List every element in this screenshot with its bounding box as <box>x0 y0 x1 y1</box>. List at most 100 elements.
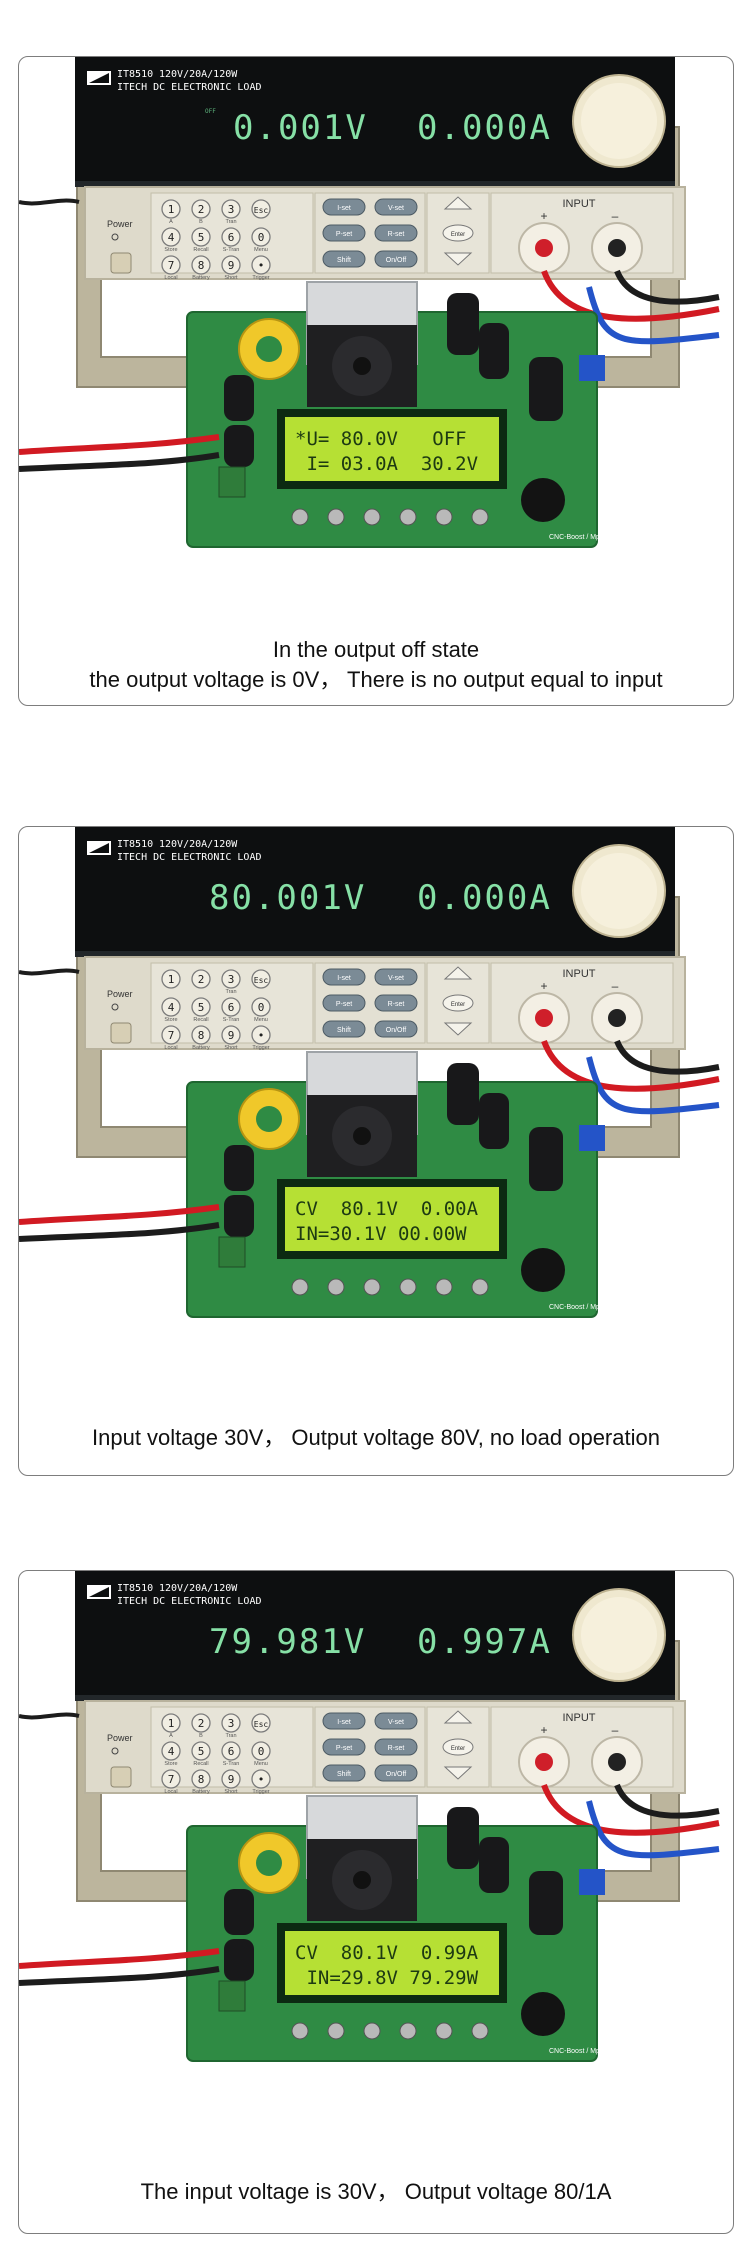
board-button[interactable] <box>327 508 345 526</box>
key-sub-label: Store <box>164 247 177 253</box>
key-sub-label: Menu <box>254 1017 268 1023</box>
board-button[interactable] <box>327 1278 345 1296</box>
lcd-screen <box>285 1187 499 1251</box>
black-wire <box>19 198 80 206</box>
adjust-knob-icon[interactable] <box>572 844 666 938</box>
board-button[interactable] <box>471 2022 489 2040</box>
voltage-readout: 79.981V <box>209 1622 366 1662</box>
capacitor-icon <box>224 1807 565 2036</box>
bench-photo: IT8510 120V/20A/120W ITECH DC ELECTRONIC… <box>19 827 720 1318</box>
board-button[interactable] <box>399 508 417 526</box>
iset-button[interactable]: I-set <box>337 1719 351 1726</box>
board-button[interactable] <box>435 2022 453 2040</box>
fan-icon <box>307 325 417 407</box>
key-3: 3 <box>228 973 235 986</box>
minus-label: – <box>612 1723 619 1737</box>
rset-button[interactable]: R-set <box>388 1001 405 1008</box>
shift-button[interactable]: Shift <box>337 1027 351 1034</box>
rset-button[interactable]: R-set <box>388 231 405 238</box>
fan-icon <box>307 1095 417 1177</box>
lcd-line-1: CV 80.1V 0.00A <box>295 1198 479 1220</box>
key-0: 0 <box>258 1001 265 1014</box>
shift-button[interactable]: Shift <box>337 257 351 264</box>
board-button[interactable] <box>291 2022 309 2040</box>
red-wire <box>19 434 220 455</box>
lcd-line-2: IN=30.1V 00.00W <box>295 1223 467 1245</box>
key-esc: Esc <box>254 1720 269 1729</box>
onoff-button[interactable]: On/Off <box>386 1771 407 1778</box>
key-sub-label: Trigger <box>252 1789 269 1795</box>
input-terminals: INPUT + – <box>490 962 674 1044</box>
shift-button[interactable]: Shift <box>337 1771 351 1778</box>
current-readout: 0.000A <box>417 108 552 148</box>
board-button[interactable] <box>435 508 453 526</box>
down-arrow-icon[interactable] <box>443 1766 473 1780</box>
down-arrow-icon[interactable] <box>443 252 473 266</box>
adjust-knob-icon[interactable] <box>572 74 666 168</box>
pset-button[interactable]: P-set <box>336 231 352 238</box>
board-button[interactable] <box>471 508 489 526</box>
iset-button[interactable]: I-set <box>337 205 351 212</box>
board-button[interactable] <box>399 1278 417 1296</box>
vset-button[interactable]: V-set <box>388 205 404 212</box>
key-dot: • <box>258 259 265 272</box>
board-button[interactable] <box>363 508 381 526</box>
black-wire <box>614 1039 720 1075</box>
key-sub-label: Battery <box>192 1789 210 1795</box>
rset-button[interactable]: R-set <box>388 1745 405 1752</box>
board-button[interactable] <box>327 2022 345 2040</box>
enter-button[interactable]: Enter <box>451 1002 465 1008</box>
key-sub-label: Store <box>164 1761 177 1767</box>
voltage-readout: 0.001V <box>233 108 368 148</box>
down-arrow-icon[interactable] <box>443 1022 473 1036</box>
key-sub-label: Store <box>164 1017 177 1023</box>
board-button[interactable] <box>291 1278 309 1296</box>
keypad: 1 2 3 Esc 4 5 6 0 7 8 9 • A B Tran Store… <box>150 1706 314 1795</box>
key-2: 2 <box>198 203 205 216</box>
up-arrow-icon[interactable] <box>443 966 473 980</box>
up-arrow-icon[interactable] <box>443 196 473 210</box>
power-switch[interactable] <box>110 252 132 274</box>
board-button[interactable] <box>291 508 309 526</box>
pset-button[interactable]: P-set <box>336 1001 352 1008</box>
lcd-line-2: I= 03.0A 30.2V <box>295 453 478 475</box>
power-switch[interactable] <box>110 1022 132 1044</box>
plus-label: + <box>540 1723 547 1737</box>
current-readout: 0.997A <box>417 1622 552 1662</box>
iset-button[interactable]: I-set <box>337 975 351 982</box>
key-2: 2 <box>198 1717 205 1730</box>
vset-button[interactable]: V-set <box>388 975 404 982</box>
board-button[interactable] <box>435 1278 453 1296</box>
itech-logo-icon <box>87 1585 111 1599</box>
boost-converter-board: CV 80.1V 0.99A IN=29.8V 79.29W CNC-Boost… <box>186 1795 606 2062</box>
adjust-knob-icon[interactable] <box>572 1588 666 1682</box>
key-sub-label: S-Tran <box>223 1761 240 1767</box>
key-sub-label: Tran <box>225 1733 236 1739</box>
power-switch[interactable] <box>110 1766 132 1788</box>
board-button[interactable] <box>471 1278 489 1296</box>
keypad: 1 2 3 Esc 4 5 6 0 7 8 9 • A B Tran Store… <box>150 192 314 281</box>
lcd-line-1: *U= 80.0V OFF <box>295 428 467 450</box>
load-brand: ITECH DC ELECTRONIC LOAD <box>117 852 262 863</box>
input-label: INPUT <box>563 198 596 210</box>
key-sub-label: S-Tran <box>223 1017 240 1023</box>
load-brand: ITECH DC ELECTRONIC LOAD <box>117 82 262 93</box>
board-button[interactable] <box>399 2022 417 2040</box>
key-sub-label: Tran <box>225 989 236 995</box>
key-sub-label: Short <box>224 1045 238 1051</box>
input-terminals: INPUT + – <box>490 1706 674 1788</box>
onoff-button[interactable]: On/Off <box>386 1027 407 1034</box>
key-5: 5 <box>198 1745 205 1758</box>
board-button[interactable] <box>363 2022 381 2040</box>
key-5: 5 <box>198 231 205 244</box>
up-arrow-icon[interactable] <box>443 1710 473 1724</box>
key-dot: • <box>258 1029 265 1042</box>
onoff-button[interactable]: On/Off <box>386 257 407 264</box>
pset-button[interactable]: P-set <box>336 1745 352 1752</box>
vset-button[interactable]: V-set <box>388 1719 404 1726</box>
load-model: IT8510 <box>117 839 153 850</box>
enter-button[interactable]: Enter <box>451 1746 465 1752</box>
board-button[interactable] <box>363 1278 381 1296</box>
key-0: 0 <box>258 231 265 244</box>
enter-button[interactable]: Enter <box>451 232 465 238</box>
